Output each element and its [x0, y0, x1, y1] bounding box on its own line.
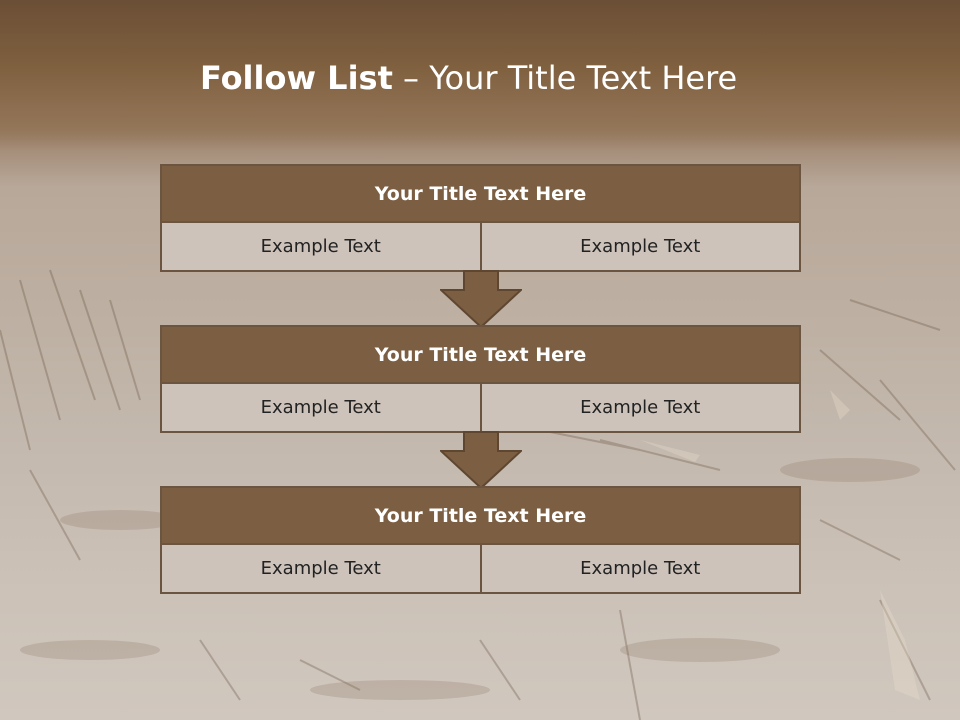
block-row: Example Text Example Text [162, 384, 799, 431]
block-right-text: Example Text [479, 384, 799, 431]
title-band [0, 0, 960, 150]
down-arrow-icon [440, 270, 522, 328]
list-block-1: Your Title Text Here Example Text Exampl… [160, 164, 801, 272]
block-right-text: Example Text [479, 223, 799, 270]
down-arrow-icon [440, 431, 522, 489]
list-block-3: Your Title Text Here Example Text Exampl… [160, 486, 801, 594]
block-right-text: Example Text [479, 545, 799, 592]
list-block-2: Your Title Text Here Example Text Exampl… [160, 325, 801, 433]
block-left-text: Example Text [162, 223, 480, 270]
block-row: Example Text Example Text [162, 223, 799, 270]
block-title: Your Title Text Here [162, 488, 799, 545]
slide-title-bold: Follow List [200, 59, 393, 97]
slide-title: Follow List – Your Title Text Here [200, 56, 900, 100]
block-left-text: Example Text [162, 384, 480, 431]
block-left-text: Example Text [162, 545, 480, 592]
block-title: Your Title Text Here [162, 166, 799, 223]
block-title: Your Title Text Here [162, 327, 799, 384]
block-row: Example Text Example Text [162, 545, 799, 592]
slide-title-rest: – Your Title Text Here [392, 59, 738, 97]
